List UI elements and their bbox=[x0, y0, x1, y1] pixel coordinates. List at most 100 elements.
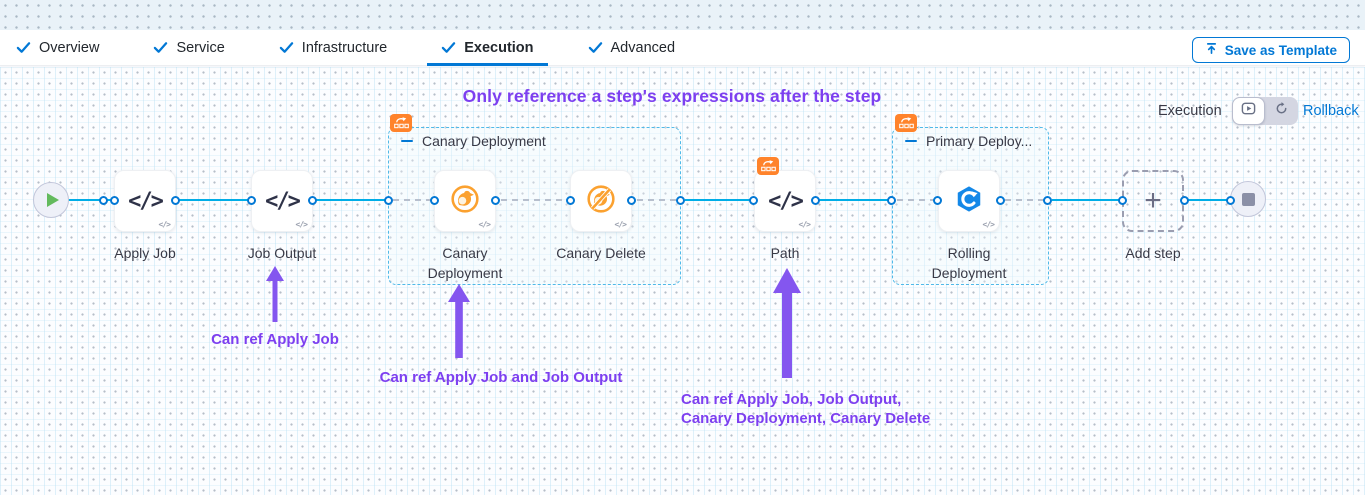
connector-line bbox=[177, 199, 252, 201]
annotation-text-3: Can ref Apply Job, Job Output, Canary De… bbox=[681, 390, 981, 428]
connector-line-dashed bbox=[393, 199, 434, 201]
step-card-apply-job[interactable]: </> </> bbox=[114, 170, 176, 232]
stage-tabbar: Overview Service Infrastructure Executio… bbox=[0, 30, 1365, 66]
connector-port bbox=[491, 195, 500, 205]
step-group-title: Canary Deployment bbox=[422, 133, 546, 149]
connector-port bbox=[676, 195, 685, 205]
script-corner-icon: </> bbox=[798, 220, 811, 229]
tab-infrastructure[interactable]: Infrastructure bbox=[265, 30, 401, 65]
step-label: Canary Deployment bbox=[427, 245, 503, 281]
connector-port bbox=[566, 195, 575, 205]
tab-label: Infrastructure bbox=[301, 39, 388, 56]
connector-line bbox=[1052, 199, 1122, 201]
annotation-arrow-up bbox=[771, 268, 803, 383]
annotation-arrow-up bbox=[263, 266, 287, 327]
play-icon bbox=[46, 193, 59, 207]
step-card-rolling-deployment[interactable]: </> bbox=[938, 170, 1000, 232]
script-corner-icon: </> bbox=[158, 220, 171, 229]
connector-line bbox=[314, 199, 388, 201]
code-icon: </> bbox=[128, 188, 164, 214]
rollback-mode-button[interactable] bbox=[1265, 97, 1298, 125]
pipeline-canvas[interactable] bbox=[0, 67, 1365, 495]
execution-mode-button[interactable] bbox=[1232, 97, 1265, 125]
step-label: Apply Job bbox=[114, 245, 176, 261]
canary-delete-icon bbox=[584, 182, 618, 221]
connector-port bbox=[1180, 195, 1189, 205]
script-corner-icon: </> bbox=[614, 220, 627, 229]
script-corner-icon: </> bbox=[982, 220, 995, 229]
connector-line-dashed bbox=[637, 199, 677, 201]
connector-port bbox=[749, 195, 758, 205]
connector-line bbox=[685, 199, 754, 201]
canary-deployment-icon bbox=[448, 182, 482, 221]
annotation-arrow-up bbox=[446, 284, 472, 363]
connector-port bbox=[811, 195, 820, 205]
tab-label: Advanced bbox=[610, 39, 676, 56]
check-icon bbox=[588, 40, 603, 55]
collapse-minus-icon[interactable] bbox=[401, 139, 413, 143]
step-group-header[interactable]: Canary Deployment bbox=[401, 133, 546, 149]
tab-label: Service bbox=[176, 39, 225, 56]
save-template-icon bbox=[1205, 42, 1218, 58]
connector-port bbox=[933, 195, 942, 205]
step-label: Job Output bbox=[247, 245, 317, 261]
rolling-deployment-icon bbox=[951, 181, 987, 222]
add-step-button[interactable]: + bbox=[1122, 170, 1184, 232]
stop-icon bbox=[1241, 192, 1255, 206]
check-icon bbox=[279, 40, 294, 55]
rollback-link[interactable]: Rollback bbox=[1303, 103, 1359, 119]
tab-advanced[interactable]: Advanced bbox=[574, 30, 690, 65]
tab-overview[interactable]: Overview bbox=[2, 30, 113, 65]
connector-port bbox=[308, 195, 317, 205]
code-icon: </> bbox=[265, 188, 301, 214]
annotation-text-3-line1: Can ref Apply Job, Job Output, bbox=[681, 391, 902, 408]
connector-port bbox=[996, 195, 1005, 205]
add-step-label: Add step bbox=[1125, 245, 1181, 261]
save-as-template-button[interactable]: Save as Template bbox=[1191, 37, 1350, 63]
rollback-steps-badge bbox=[895, 114, 917, 132]
execution-mode-label: Execution bbox=[1158, 103, 1222, 119]
step-group-title: Primary Deploy... bbox=[926, 133, 1033, 149]
connector-line-dashed bbox=[897, 199, 938, 201]
connector-port bbox=[627, 195, 636, 205]
connector-line bbox=[63, 199, 115, 201]
step-label: Canary Delete bbox=[556, 245, 646, 261]
step-card-canary-delete[interactable]: </> bbox=[570, 170, 632, 232]
collapse-minus-icon[interactable] bbox=[905, 139, 917, 143]
connector-line-dashed bbox=[501, 199, 568, 201]
step-card-canary-deployment[interactable]: </> bbox=[434, 170, 496, 232]
rollback-circular-arrow-icon bbox=[1274, 101, 1289, 121]
step-group-header[interactable]: Primary Deploy... bbox=[905, 133, 1032, 149]
connector-port bbox=[171, 195, 180, 205]
connector-port bbox=[1226, 195, 1235, 205]
connector-port bbox=[247, 195, 256, 205]
script-corner-icon: </> bbox=[295, 220, 308, 229]
step-card-job-output[interactable]: </> </> bbox=[251, 170, 313, 232]
tab-label: Execution bbox=[464, 39, 534, 56]
annotation-text-1: Can ref Apply Job bbox=[211, 331, 339, 348]
pipeline-end-node[interactable] bbox=[1230, 181, 1266, 217]
pipeline-start-node[interactable] bbox=[33, 182, 69, 218]
connector-port bbox=[430, 195, 439, 205]
check-icon bbox=[16, 40, 31, 55]
connector-line-dashed bbox=[1005, 199, 1048, 201]
step-label: Path bbox=[770, 245, 800, 261]
rollback-steps-badge bbox=[390, 114, 412, 132]
step-card-path[interactable]: </> </> bbox=[754, 170, 816, 232]
check-icon bbox=[441, 40, 456, 55]
rollback-steps-badge bbox=[757, 157, 779, 175]
tab-execution[interactable]: Execution bbox=[427, 30, 548, 66]
tab-label: Overview bbox=[39, 39, 100, 56]
tab-service[interactable]: Service bbox=[139, 30, 238, 65]
annotation-text-2: Can ref Apply Job and Job Output bbox=[379, 369, 623, 386]
check-icon bbox=[153, 40, 168, 55]
connector-port bbox=[1118, 195, 1127, 205]
connector-port bbox=[110, 195, 119, 205]
connector-port bbox=[99, 195, 108, 205]
connector-port bbox=[384, 195, 393, 205]
connector-port bbox=[887, 195, 896, 205]
annotation-text-3-line2: Canary Deployment, Canary Delete bbox=[681, 410, 931, 427]
execution-rollback-toggle bbox=[1232, 97, 1298, 125]
canvas-top-strip bbox=[0, 0, 1365, 30]
step-label: Rolling Deployment bbox=[931, 245, 1007, 281]
